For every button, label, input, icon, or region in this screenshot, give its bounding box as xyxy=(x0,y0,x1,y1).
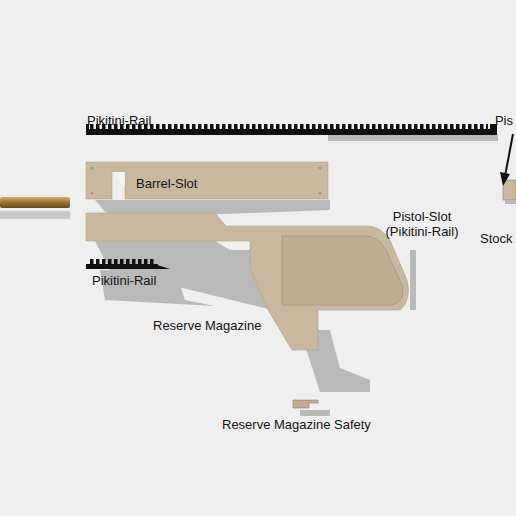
part-label: Pistol-Slot (Pikitini-Rail) xyxy=(372,209,472,239)
part-label: Stock xyxy=(480,231,513,246)
part-label: Pikitini-Rail xyxy=(92,273,156,288)
leader-arrowhead xyxy=(500,172,510,186)
lower-receiver xyxy=(86,213,408,350)
part-label: Pikitini-Rail xyxy=(87,113,151,128)
part-label: Reserve Magazine xyxy=(153,318,261,333)
part-label: Barrel-Slot xyxy=(136,176,197,191)
barrel-slot-part xyxy=(86,162,328,199)
stock-part xyxy=(503,180,516,200)
barrel-slot-notch xyxy=(112,172,125,186)
leader-line xyxy=(505,134,513,176)
grip-panel xyxy=(282,236,403,305)
small-rail xyxy=(86,259,170,269)
stock-shadow xyxy=(505,200,516,204)
part-label: Pis xyxy=(495,113,513,128)
part-label: Reserve Magazine Safety xyxy=(222,417,371,432)
barrel xyxy=(0,197,70,208)
magazine-safety xyxy=(293,400,318,408)
drop-shadows xyxy=(0,135,498,416)
